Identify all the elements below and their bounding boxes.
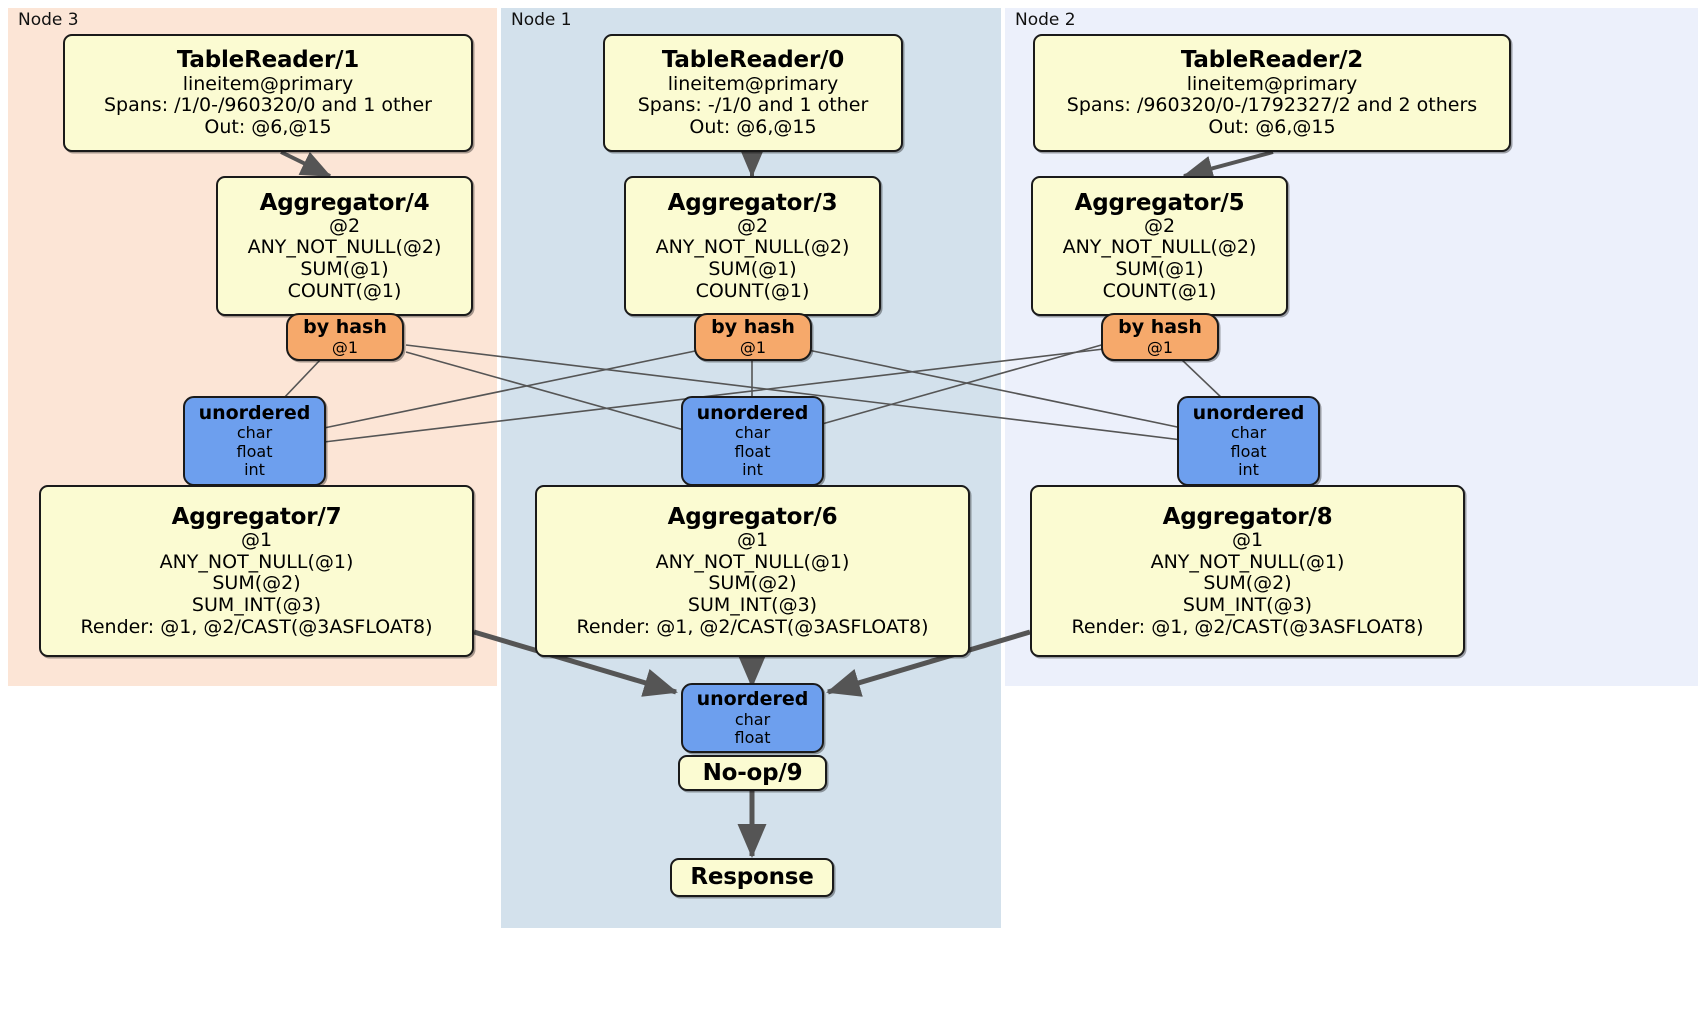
processor-agg-0: ANY_NOT_NULL(@2)	[1062, 236, 1257, 259]
synchronizer-type-1: float	[236, 441, 273, 461]
processor-render: Render: @1, @2/CAST(@3ASFLOAT8)	[1071, 615, 1424, 638]
processor-agg-2: COUNT(@1)	[287, 279, 402, 302]
processor-no-op-9[interactable]: No-op/9	[678, 755, 827, 791]
processor-title: TableReader/0	[661, 47, 845, 74]
node-panel-label-node1: Node 1	[511, 10, 572, 30]
processor-aggregator-5[interactable]: Aggregator/5 @2 ANY_NOT_NULL(@2) SUM(@1)…	[1031, 176, 1288, 316]
processor-groupkey: @2	[736, 214, 769, 237]
processor-title: Aggregator/4	[259, 189, 430, 216]
synchronizer-type-2: int	[1238, 459, 1259, 479]
processor-agg-1: SUM(@1)	[300, 258, 389, 281]
router-key: @1	[739, 337, 767, 357]
processor-title: Aggregator/8	[1162, 503, 1333, 530]
processor-title: Aggregator/5	[1074, 189, 1245, 216]
processor-title: Aggregator/7	[171, 503, 342, 530]
processor-out: Out: @6,@15	[689, 115, 817, 138]
processor-groupkey: @1	[1231, 528, 1264, 551]
processor-aggregator-8[interactable]: Aggregator/8 @1 ANY_NOT_NULL(@1) SUM(@2)…	[1030, 485, 1465, 657]
synchronizer-title: unordered	[1192, 401, 1305, 424]
synchronizer-type-1: float	[1230, 441, 1267, 461]
synchronizer-unordered-node1[interactable]: unordered char float int	[681, 396, 824, 486]
processor-title: No-op/9	[702, 759, 803, 786]
synchronizer-type-0: char	[236, 423, 273, 443]
processor-agg-0: ANY_NOT_NULL(@1)	[655, 550, 850, 573]
processor-title: Aggregator/3	[667, 189, 838, 216]
processor-response[interactable]: Response	[670, 858, 834, 897]
processor-agg-0: ANY_NOT_NULL(@1)	[159, 550, 354, 573]
processor-tablereader-1[interactable]: TableReader/1 lineitem@primary Spans: /1…	[63, 34, 473, 152]
processor-aggregator-7[interactable]: Aggregator/7 @1 ANY_NOT_NULL(@1) SUM(@2)…	[39, 485, 474, 657]
processor-agg-0: ANY_NOT_NULL(@1)	[1150, 550, 1345, 573]
synchronizer-unordered-final[interactable]: unordered char float	[681, 683, 824, 753]
processor-groupkey: @2	[1143, 214, 1176, 237]
processor-agg-1: SUM(@1)	[1115, 258, 1204, 281]
synchronizer-type-0: char	[734, 709, 771, 729]
synchronizer-type-1: float	[734, 727, 771, 747]
router-by-hash-node1[interactable]: by hash @1	[694, 313, 812, 361]
router-by-hash-node2[interactable]: by hash @1	[1101, 313, 1219, 361]
processor-spans: Spans: /1/0-/960320/0 and 1 other	[104, 94, 432, 117]
processor-tablereader-0[interactable]: TableReader/0 lineitem@primary Spans: -/…	[603, 34, 903, 152]
processor-spans: Spans: -/1/0 and 1 other	[637, 94, 869, 117]
processor-agg-2: SUM_INT(@3)	[191, 593, 322, 616]
router-by-hash-node3[interactable]: by hash @1	[286, 313, 404, 361]
router-title: by hash	[303, 316, 387, 339]
router-title: by hash	[1118, 316, 1202, 339]
synchronizer-unordered-node3[interactable]: unordered char float int	[183, 396, 326, 486]
router-key: @1	[331, 337, 359, 357]
synchronizer-type-0: char	[1230, 423, 1267, 443]
synchronizer-unordered-node2[interactable]: unordered char float int	[1177, 396, 1320, 486]
processor-title: Response	[690, 864, 814, 891]
processor-spans: Spans: /960320/0-/1792327/2 and 2 others	[1066, 94, 1478, 117]
processor-agg-2: COUNT(@1)	[1102, 279, 1217, 302]
synchronizer-title: unordered	[696, 687, 809, 710]
processor-agg-1: SUM(@2)	[212, 572, 301, 595]
processor-aggregator-6[interactable]: Aggregator/6 @1 ANY_NOT_NULL(@1) SUM(@2)…	[535, 485, 970, 657]
processor-agg-0: ANY_NOT_NULL(@2)	[247, 236, 442, 259]
synchronizer-type-0: char	[734, 423, 771, 443]
processor-out: Out: @6,@15	[204, 115, 332, 138]
processor-agg-0: ANY_NOT_NULL(@2)	[655, 236, 850, 259]
processor-aggregator-3[interactable]: Aggregator/3 @2 ANY_NOT_NULL(@2) SUM(@1)…	[624, 176, 881, 316]
processor-render: Render: @1, @2/CAST(@3ASFLOAT8)	[576, 615, 929, 638]
processor-table: lineitem@primary	[182, 72, 354, 95]
processor-agg-2: COUNT(@1)	[695, 279, 810, 302]
processor-groupkey: @2	[328, 214, 361, 237]
processor-aggregator-4[interactable]: Aggregator/4 @2 ANY_NOT_NULL(@2) SUM(@1)…	[216, 176, 473, 316]
processor-table: lineitem@primary	[1186, 72, 1358, 95]
processor-agg-2: SUM_INT(@3)	[687, 593, 818, 616]
processor-table: lineitem@primary	[667, 72, 839, 95]
processor-render: Render: @1, @2/CAST(@3ASFLOAT8)	[80, 615, 433, 638]
node-panel-label-node2: Node 2	[1015, 10, 1076, 30]
processor-agg-1: SUM(@2)	[1203, 572, 1292, 595]
synchronizer-type-1: float	[734, 441, 771, 461]
processor-agg-2: SUM_INT(@3)	[1182, 593, 1313, 616]
synchronizer-title: unordered	[696, 401, 809, 424]
processor-title: TableReader/1	[176, 47, 360, 74]
router-key: @1	[1146, 337, 1174, 357]
processor-groupkey: @1	[240, 528, 273, 551]
node-panel-label-node3: Node 3	[18, 10, 79, 30]
processor-title: Aggregator/6	[667, 503, 838, 530]
synchronizer-type-2: int	[244, 459, 265, 479]
processor-title: TableReader/2	[1180, 47, 1364, 74]
router-title: by hash	[711, 316, 795, 339]
processor-tablereader-2[interactable]: TableReader/2 lineitem@primary Spans: /9…	[1033, 34, 1511, 152]
processor-agg-1: SUM(@1)	[708, 258, 797, 281]
processor-groupkey: @1	[736, 528, 769, 551]
synchronizer-type-2: int	[742, 459, 763, 479]
processor-agg-1: SUM(@2)	[708, 572, 797, 595]
synchronizer-title: unordered	[198, 401, 311, 424]
processor-out: Out: @6,@15	[1208, 115, 1336, 138]
